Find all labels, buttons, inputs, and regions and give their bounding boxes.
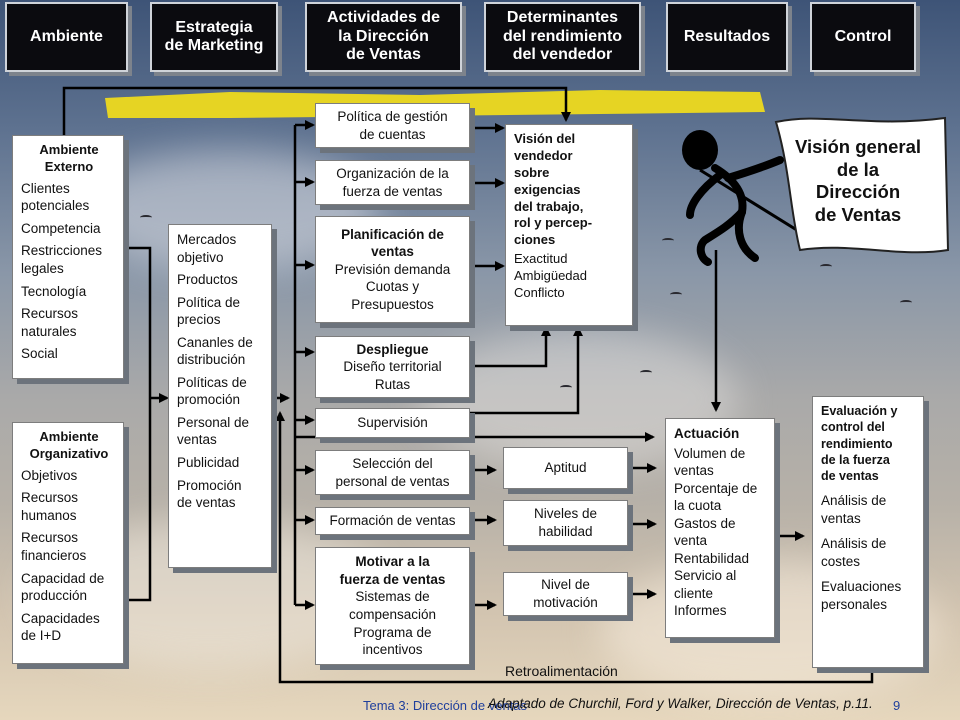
list-item: Restricciones legales <box>21 243 103 276</box>
habilidad-box: Niveles de habilidad <box>503 500 628 546</box>
list-item: Servicio al cliente <box>674 568 737 601</box>
list-item: Productos <box>177 272 238 288</box>
footer-source: Adaptado de Churchil, Ford y Walker, Dir… <box>488 696 873 711</box>
list-item: Volumen de ventas <box>674 445 746 479</box>
list-item: Mercados objetivo <box>177 232 237 265</box>
bird-silhouette <box>140 215 152 220</box>
list-item: Capacidades de I+D <box>21 610 100 644</box>
list-item: Clientes potenciales <box>21 180 90 214</box>
aptitud-box: Aptitud <box>503 447 628 489</box>
list-item: Objetivos <box>21 467 78 483</box>
list-item: Conflicto <box>514 285 565 301</box>
vision-vendedor-box: Visión del vendedor sobre exigencias del… <box>505 124 633 326</box>
estrategia-box: Mercados objetivo Productos Política de … <box>168 224 272 568</box>
bird-silhouette <box>670 292 682 297</box>
header-resultados: Resultados <box>666 2 788 72</box>
list-item: Análisis de costes <box>821 536 887 569</box>
seleccion-box: Selección del personal de ventas <box>315 450 470 495</box>
list-item: Informes <box>674 603 727 619</box>
list-item: Competencia <box>21 220 101 236</box>
flag-title: Visión general de la Dirección de Ventas <box>794 136 922 225</box>
list-item: Publicidad <box>177 455 240 471</box>
page-number: 9 <box>893 698 901 713</box>
bird-silhouette <box>560 385 572 390</box>
bird-silhouette <box>662 238 674 243</box>
retroalimentacion-label: Retroalimentación <box>505 663 618 679</box>
list-item: Recursos humanos <box>21 490 79 523</box>
planificacion-body: Previsión demanda Cuotas y Presupuestos <box>334 261 451 312</box>
motivar-title: Motivar a la fuerza de ventas <box>339 554 446 587</box>
list-item: Promoción de ventas <box>177 477 242 511</box>
despliegue-title: Despliegue <box>356 341 429 357</box>
footer-tema: Tema 3: Dirección de ventas <box>363 698 528 713</box>
despliegue-body: Diseño territorial Rutas <box>343 359 442 392</box>
list-item: Cananles de distribución <box>177 334 253 368</box>
list-item: Análisis de ventas <box>821 493 887 526</box>
politica-cuentas-box: Política de gestión de cuentas <box>315 103 470 148</box>
planificacion-title: Planificación de ventas <box>341 226 444 260</box>
actuacion-box: Actuación Volumen de ventas Porcentaje d… <box>665 418 775 638</box>
bird-silhouette <box>900 300 912 305</box>
list-item: Capacidad de producción <box>21 570 105 604</box>
header-determinantes: Determinantes del rendimiento del vended… <box>484 2 641 72</box>
list-item: Porcentaje de la cuota <box>674 480 758 514</box>
supervision-box: Supervisión <box>315 408 470 438</box>
list-item: Ambigüedad <box>514 268 587 284</box>
evaluacion-box: Evaluación y control del rendimiento de … <box>812 396 924 668</box>
planificacion-box: Planificación de ventas Previsión demand… <box>315 216 470 323</box>
vision-title: Visión del vendedor sobre exigencias del… <box>514 131 593 248</box>
list-item: Gastos de venta <box>674 515 736 549</box>
list-item: Evaluaciones personales <box>821 579 902 612</box>
list-item: Política de precios <box>177 294 241 328</box>
despliegue-box: Despliegue Diseño territorial Rutas <box>315 336 470 398</box>
list-item: Recursos naturales <box>21 306 79 339</box>
bird-silhouette <box>640 370 652 375</box>
list-item: Políticas de promoción <box>177 374 247 408</box>
organizacion-box: Organización de la fuerza de ventas <box>315 160 470 205</box>
header-control: Control <box>810 2 916 72</box>
ambiente-externo-box: Ambiente Externo Clientes potenciales Co… <box>12 135 124 379</box>
bird-silhouette <box>820 264 832 269</box>
actuacion-title: Actuación <box>674 426 740 441</box>
evaluacion-title: Evaluación y control del rendimiento de … <box>821 404 898 483</box>
list-item: Tecnología <box>21 283 87 299</box>
formacion-box: Formación de ventas <box>315 507 470 535</box>
list-item: Social <box>21 346 58 362</box>
list-item: Recursos financieros <box>21 530 87 563</box>
motivar-box: Motivar a la fuerza de ventas Sistemas d… <box>315 547 470 665</box>
header-actividades: Actividades de la Dirección de Ventas <box>305 2 462 72</box>
ambiente-organizativo-box: Ambiente Organizativo Objetivos Recursos… <box>12 422 124 664</box>
motivacion-box: Nivel de motivación <box>503 572 628 616</box>
header-estrategia: Estrategia de Marketing <box>150 2 278 72</box>
motivar-body: Sistemas de compensación Programa de inc… <box>348 589 437 658</box>
ambiente-organizativo-title: Ambiente Organizativo <box>29 429 109 461</box>
list-item: Exactitud <box>514 251 568 267</box>
ambiente-externo-title: Ambiente Externo <box>39 142 99 174</box>
header-ambiente: Ambiente <box>5 2 128 72</box>
list-item: Personal de ventas <box>177 414 250 448</box>
list-item: Rentabilidad <box>674 550 750 566</box>
